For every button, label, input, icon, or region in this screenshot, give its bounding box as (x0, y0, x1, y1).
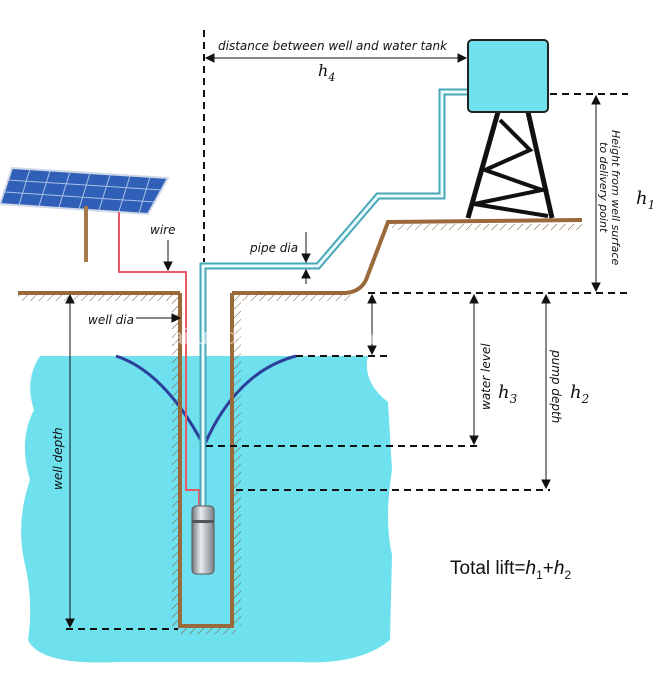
well-depth-label: well depth (51, 427, 65, 490)
well-dia-label: well dia (88, 313, 134, 327)
h3-symbol: h3 (498, 382, 518, 406)
height-delivery-label: Height from well surface to delivery poi… (597, 130, 622, 265)
svg-text:Height from well surface: Height from well surface (609, 130, 622, 265)
well-casing (172, 293, 241, 634)
svg-text:to delivery point: to delivery point (597, 142, 610, 233)
submersible-pump (191, 505, 215, 575)
water-tank (467, 39, 549, 113)
water-tower (465, 111, 555, 219)
h1-symbol: h1 (636, 188, 655, 212)
svg-text:pump depth: pump depth (549, 349, 563, 423)
distance-label: distance between well and water tank (218, 39, 448, 53)
total-lift-formula: Total lift=h1+h2 (450, 558, 571, 582)
pump-depth-label: pump depth (549, 349, 563, 423)
wire-label: wire (150, 223, 175, 237)
power-wire (118, 212, 200, 505)
water-level-label: water level (479, 343, 493, 410)
svg-text:water level: water level (479, 343, 493, 410)
watermark: kairunidian.en.alibaba.com (160, 324, 422, 349)
h2-symbol: h2 (570, 382, 589, 406)
h4-symbol: h4 (318, 61, 335, 84)
ground-surface (18, 218, 583, 301)
dimension-lines (65, 53, 601, 629)
solar-panel (0, 166, 170, 262)
svg-text:well depth: well depth (51, 427, 65, 490)
pipe-dia-label: pipe dia (249, 241, 298, 255)
level-guides (66, 93, 628, 630)
